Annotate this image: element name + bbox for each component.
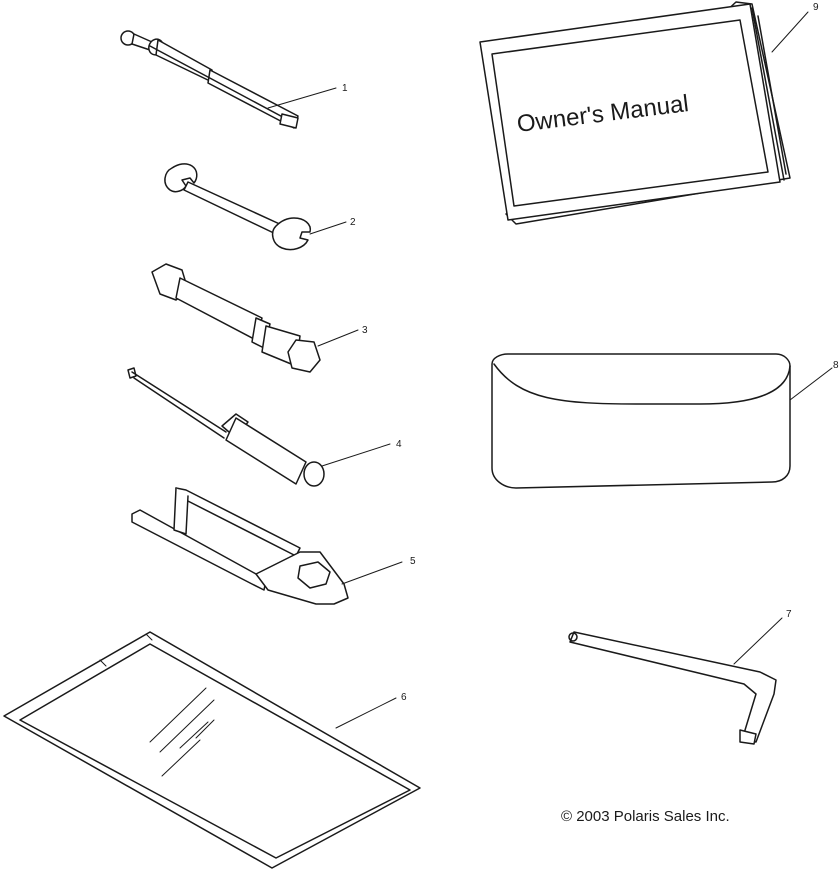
callout-4: 4	[396, 439, 402, 450]
leader-6	[335, 697, 397, 729]
copyright-notice: © 2003 Polaris Sales Inc.	[561, 808, 730, 825]
socket-wrench-part	[151, 263, 321, 373]
leader-2	[309, 221, 347, 235]
callout-9: 9	[813, 2, 819, 13]
callout-7: 7	[786, 609, 792, 620]
hex-key-part	[568, 631, 777, 745]
pressure-gauge-part	[120, 30, 299, 129]
callout-2: 2	[350, 217, 356, 228]
leader-lines	[267, 11, 833, 729]
callout-5: 5	[410, 556, 416, 567]
callout-numbers: 1 2 3 4 5 6 7 8 9	[342, 2, 839, 703]
callout-6: 6	[401, 692, 407, 703]
callout-1: 1	[342, 83, 348, 94]
callout-3: 3	[362, 325, 368, 336]
screwdriver-part	[127, 367, 325, 487]
leader-8	[789, 367, 833, 401]
owners-manual-part: Owner's Manual	[479, 1, 791, 225]
leader-3	[317, 329, 359, 347]
leader-4	[321, 443, 391, 467]
leader-5	[341, 561, 403, 585]
wrench-part	[164, 163, 312, 251]
bent-wrench-part	[131, 487, 349, 605]
callout-8: 8	[833, 360, 839, 371]
plastic-sleeve-part	[3, 631, 421, 869]
leader-9	[771, 11, 809, 53]
leader-1	[267, 87, 337, 109]
tool-pouch-part	[491, 353, 791, 489]
leader-7	[733, 617, 783, 665]
